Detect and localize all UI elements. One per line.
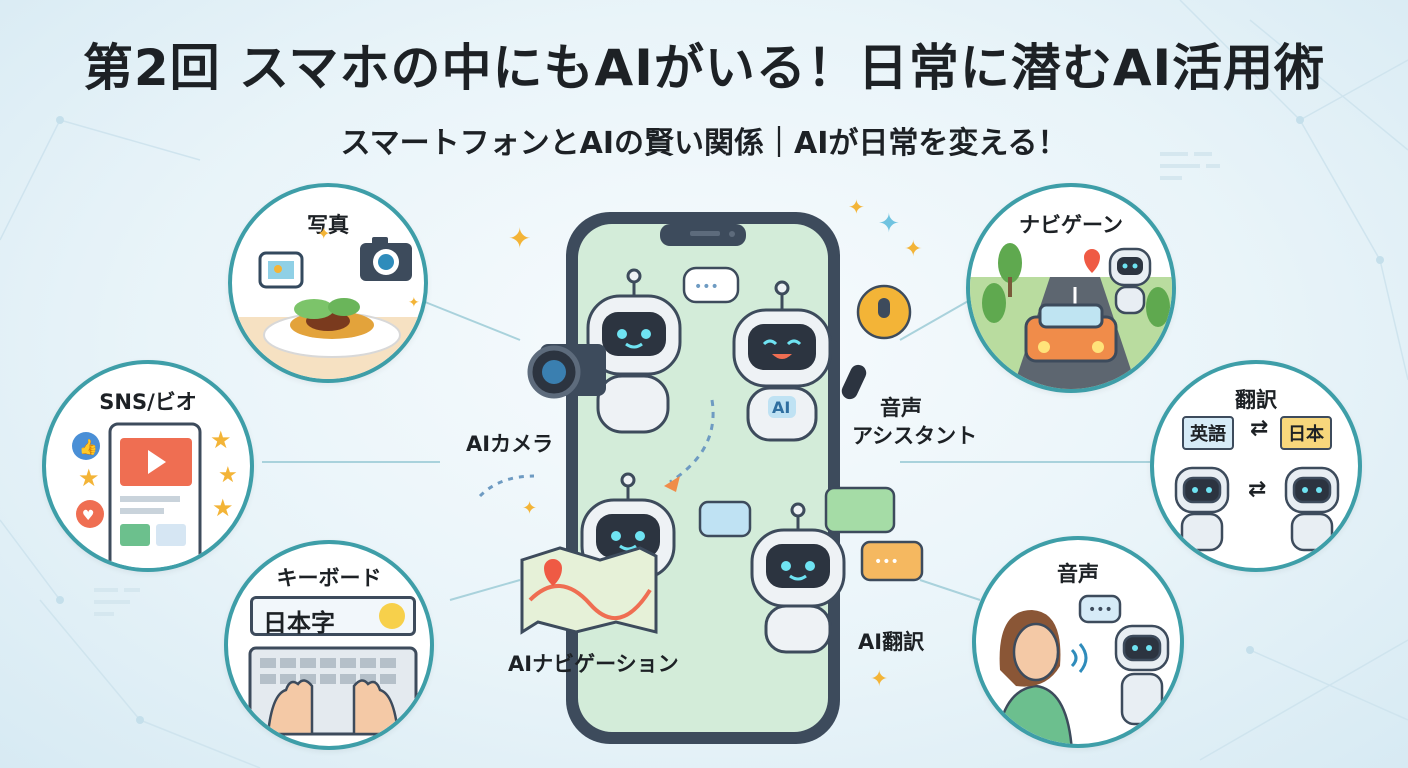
page-subtitle: スマートフォンとAIの賢い関係｜AIが日常を変える！ xyxy=(340,126,1068,161)
svg-text:✦: ✦ xyxy=(878,209,900,239)
svg-text:✦: ✦ xyxy=(522,498,537,519)
svg-text:✦: ✦ xyxy=(848,195,865,219)
source-language-badge: 英語 xyxy=(1182,416,1234,450)
translation-label: 翻訳 xyxy=(1235,388,1277,412)
svg-text:✦: ✦ xyxy=(508,222,531,255)
translation-robot xyxy=(750,502,846,654)
svg-text:•••: ••• xyxy=(874,554,899,570)
svg-text:★: ★ xyxy=(210,426,232,454)
page-title: 第2回 スマホの中にもAIがいる！日常に潜むAI活用術 xyxy=(82,39,1326,97)
svg-text:✦: ✦ xyxy=(904,237,922,262)
svg-text:⇄: ⇄ xyxy=(1248,477,1266,502)
translate-arrows-icon: ⇄ xyxy=(1250,416,1269,441)
svg-text:👍: 👍 xyxy=(79,438,98,456)
svg-text:★: ★ xyxy=(78,464,100,492)
ai-translation-label: AI翻訳 xyxy=(858,630,925,654)
ai-navigation-label: AIナビゲーション xyxy=(508,652,679,676)
keyboard-illustration xyxy=(248,646,418,736)
voice-illustration: ••• xyxy=(995,594,1170,744)
translation-circle[interactable]: 翻訳 英語 ⇄ 日本 ⇄ xyxy=(1150,360,1362,572)
assistant-robot xyxy=(732,280,867,442)
keyboard-input: 日本字 xyxy=(250,596,416,637)
navigation-label: ナビゲーン xyxy=(1019,213,1123,237)
smile-emoji-icon xyxy=(379,603,405,629)
ai-camera-label: AIカメラ xyxy=(466,432,554,456)
translation-illustration: ⇄ xyxy=(1174,466,1340,552)
svg-text:★: ★ xyxy=(218,463,238,488)
sns-label: SNS/ビオ xyxy=(99,390,197,414)
sns-circle[interactable]: SNS/ビオ 👍 ♥ ★ ★ ★ ★ xyxy=(42,360,254,572)
svg-text:★: ★ xyxy=(212,494,234,522)
svg-text:•••: ••• xyxy=(1088,602,1113,618)
navigation-robot xyxy=(520,472,676,635)
keyboard-input-text: 日本字 xyxy=(263,609,335,637)
voice-circle[interactable]: 音声 ••• xyxy=(972,536,1184,748)
photo-label: 写真 xyxy=(307,213,349,237)
photo-circle[interactable]: 写真 ✦ ✦ xyxy=(228,183,428,383)
voice-assistant-label-line1: 音声 xyxy=(880,396,922,420)
keyboard-circle[interactable]: キーボード 日本字 xyxy=(224,540,434,750)
ai-badge: AI xyxy=(772,398,791,417)
camera-robot xyxy=(527,268,682,434)
svg-text:•••: ••• xyxy=(694,279,719,295)
svg-text:♥: ♥ xyxy=(82,508,95,524)
target-language-badge: 日本 xyxy=(1280,416,1332,450)
svg-text:✦: ✦ xyxy=(408,295,420,311)
navigation-illustration xyxy=(970,243,1172,389)
navigation-circle[interactable]: ナビゲーン xyxy=(966,183,1176,393)
voice-label: 音声 xyxy=(1057,562,1099,586)
robot-right xyxy=(1284,466,1340,552)
robot-left xyxy=(1174,466,1230,552)
svg-text:✦: ✦ xyxy=(317,224,330,243)
sns-illustration: 👍 ♥ ★ ★ ★ ★ xyxy=(72,422,238,568)
photo-illustration: ✦ ✦ xyxy=(232,224,424,379)
keyboard-label: キーボード xyxy=(276,566,382,590)
svg-text:✦: ✦ xyxy=(870,667,888,692)
voice-assistant-label-line2: アシスタント xyxy=(852,424,978,448)
